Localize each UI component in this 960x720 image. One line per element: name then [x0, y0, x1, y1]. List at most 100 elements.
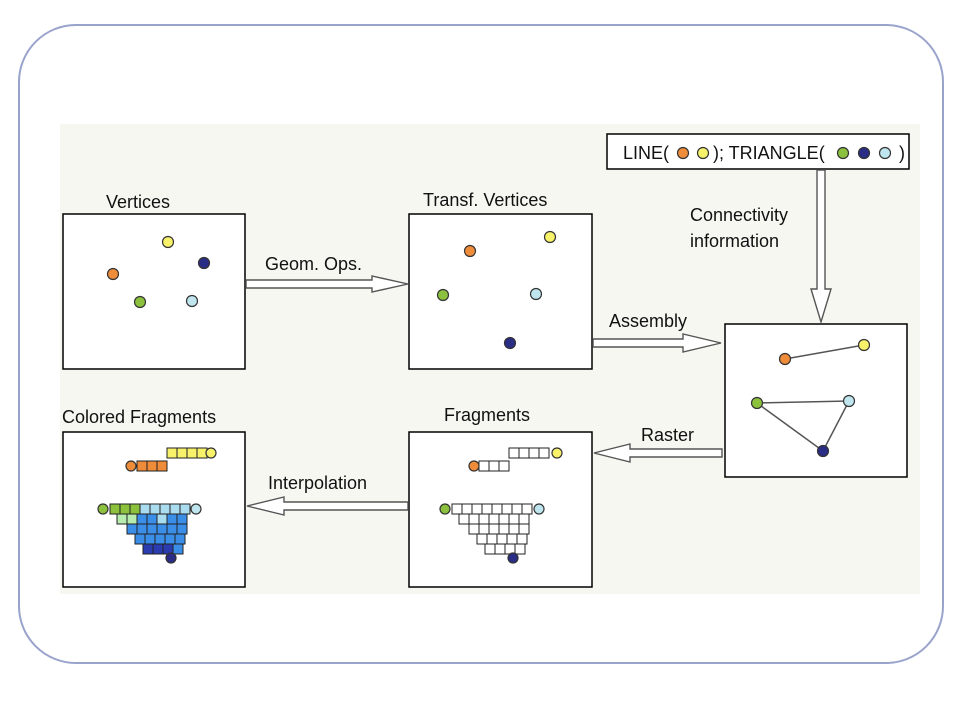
- fragment-cell: [119, 503, 131, 515]
- fragment-cell: [169, 503, 181, 515]
- fragment-cell: [538, 447, 550, 459]
- fragment-cell: [494, 543, 506, 555]
- fragment-cell: [146, 460, 158, 472]
- connectivity-label-line1: Connectivity: [690, 205, 788, 225]
- fragment-cell: [136, 523, 148, 535]
- connectivity-box: LINE( ); TRIANGLE( ): [606, 133, 910, 170]
- fragment-cell: [481, 503, 493, 515]
- fragment-cell: [491, 503, 503, 515]
- fragment-cell: [488, 513, 500, 525]
- assembled-triangle-edges: [754, 400, 851, 453]
- fragments-orange-vertex-icon: [468, 460, 480, 472]
- vertices-box: [62, 213, 246, 370]
- fragment-cell: [116, 513, 128, 525]
- fragment-cell: [109, 503, 121, 515]
- fragment-cell: [496, 533, 508, 545]
- fragment-cell: [126, 523, 138, 535]
- fragment-cell: [172, 543, 184, 555]
- assembly-yellow-vertex-icon: [857, 338, 871, 352]
- geom-ops-arrow-icon: [245, 275, 409, 293]
- assembly-arrow-icon: [592, 333, 722, 353]
- fragment-cell: [146, 523, 158, 535]
- fragment-cell: [164, 533, 176, 545]
- vertex-navy-icon: [197, 256, 211, 270]
- connectivity-triangle-close: ): [899, 143, 905, 163]
- fragment-cell: [518, 447, 530, 459]
- fragment-cell: [486, 533, 498, 545]
- fragment-cell: [471, 503, 483, 515]
- connectivity-lightblue-vertex-icon: [878, 146, 892, 160]
- fragments-navy-vertex-icon: [507, 552, 519, 564]
- fragment-cell: [156, 513, 168, 525]
- connectivity-yellow-vertex-icon: [696, 146, 710, 160]
- interpolation-label: Interpolation: [268, 473, 367, 493]
- transf-vertex-green-icon: [436, 288, 450, 302]
- fragment-cell: [521, 503, 533, 515]
- fragment-cell: [461, 503, 473, 515]
- fragment-cell: [166, 513, 178, 525]
- fragment-cell: [501, 503, 513, 515]
- fragment-cell: [518, 523, 530, 535]
- fragment-cell: [176, 523, 188, 535]
- raster-label: Raster: [641, 425, 694, 445]
- raster-arrow-icon: [593, 443, 723, 463]
- colored-navy-vertex-icon: [165, 552, 177, 564]
- connectivity-line-close: ); TRIANGLE(: [713, 143, 825, 163]
- fragment-cell: [511, 503, 523, 515]
- fragment-cell: [176, 513, 188, 525]
- fragment-cell: [156, 460, 168, 472]
- transf-vertices-title: Transf. Vertices: [423, 190, 547, 210]
- vertex-yellow-icon: [161, 235, 175, 249]
- assembly-label: Assembly: [609, 311, 687, 331]
- fragment-cell: [498, 460, 510, 472]
- connectivity-green-vertex-icon: [836, 146, 850, 160]
- fragment-cell: [478, 513, 490, 525]
- fragment-cell: [166, 447, 178, 459]
- fragment-cell: [156, 523, 168, 535]
- fragment-cell: [186, 447, 198, 459]
- transf-vertex-navy-icon: [503, 336, 517, 350]
- fragment-cell: [458, 513, 470, 525]
- fragment-cell: [149, 503, 161, 515]
- vertex-lightblue-icon: [185, 294, 199, 308]
- assembly-orange-vertex-icon: [778, 352, 792, 366]
- fragment-cell: [476, 533, 488, 545]
- fragment-cell: [146, 513, 158, 525]
- colored-fragments-grid: [109, 447, 208, 555]
- colored-fragments-title: Colored Fragments: [62, 407, 216, 427]
- interpolation-arrow-icon: [246, 496, 409, 516]
- fragments-yellow-vertex-icon: [551, 447, 563, 459]
- fragment-cell: [518, 513, 530, 525]
- connectivity-navy-vertex-icon: [857, 146, 871, 160]
- fragment-cell: [508, 513, 520, 525]
- connectivity-arrow-icon: [810, 169, 832, 325]
- fragments-grid: [451, 447, 550, 555]
- fragment-cell: [166, 523, 178, 535]
- fragment-cell: [451, 503, 463, 515]
- connectivity-label-line2: information: [690, 231, 779, 251]
- connectivity-line-text: LINE(: [623, 143, 669, 163]
- fragment-cell: [142, 543, 154, 555]
- fragment-cell: [152, 543, 164, 555]
- fragment-cell: [478, 460, 490, 472]
- transf-vertex-lightblue-icon: [529, 287, 543, 301]
- fragment-cell: [468, 523, 480, 535]
- fragment-cell: [159, 503, 171, 515]
- fragment-cell: [508, 523, 520, 535]
- fragment-cell: [176, 447, 188, 459]
- fragments-title: Fragments: [444, 405, 530, 425]
- fragment-cell: [174, 533, 186, 545]
- fragment-cell: [134, 533, 146, 545]
- geom-ops-label: Geom. Ops.: [265, 254, 362, 274]
- fragment-cell: [478, 523, 490, 535]
- fragment-cell: [179, 503, 191, 515]
- fragment-cell: [136, 513, 148, 525]
- colored-orange-vertex-icon: [125, 460, 137, 472]
- fragment-cell: [129, 503, 141, 515]
- assembly-lightblue-vertex-icon: [842, 394, 856, 408]
- fragment-cell: [498, 513, 510, 525]
- fragments-green-vertex-icon: [439, 503, 451, 515]
- assembly-navy-vertex-icon: [816, 444, 830, 458]
- fragment-cell: [506, 533, 518, 545]
